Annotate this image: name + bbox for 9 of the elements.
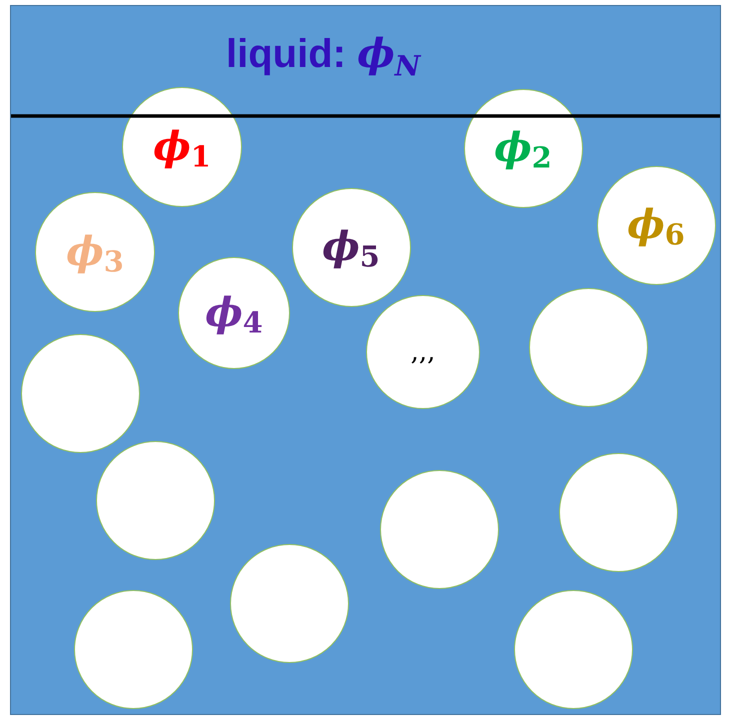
particle-label: ϕ$_{5}$ bbox=[322, 227, 380, 267]
liquid-label: liquid: ϕ$_{N}$ bbox=[226, 32, 420, 76]
particle-label: ϕ$_{1}$ bbox=[153, 127, 211, 167]
liquid-domain bbox=[10, 5, 721, 715]
particle-label: ϕ$_{6}$ bbox=[627, 205, 685, 245]
particle-label: ϕ$_{3}$ bbox=[66, 232, 124, 272]
particle-label: ϕ$_{2}$ bbox=[494, 128, 552, 168]
ellipsis-mark: ,,, bbox=[410, 339, 436, 365]
particle-label: ϕ$_{4}$ bbox=[205, 293, 263, 333]
